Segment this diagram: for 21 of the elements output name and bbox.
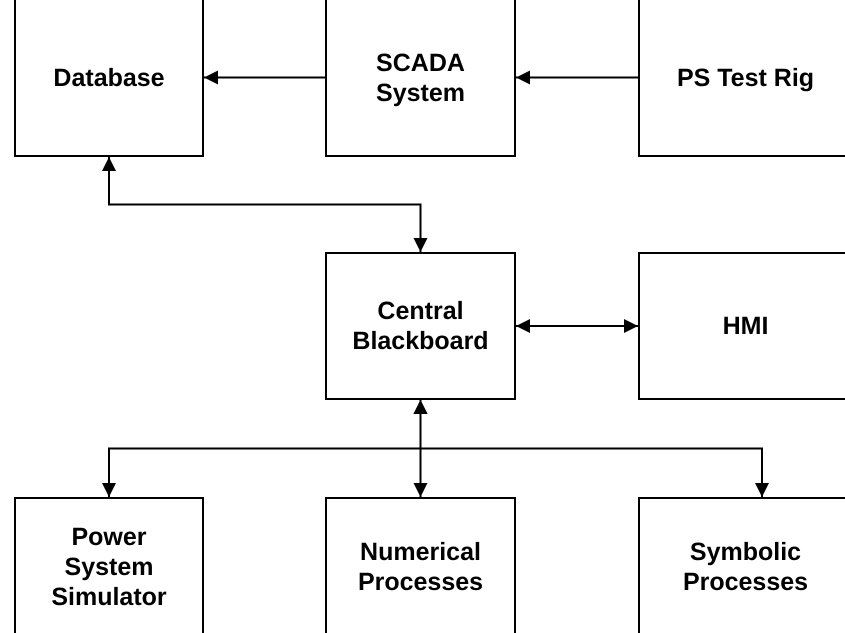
box-label: PS Test Rig xyxy=(676,62,814,92)
box-label: Symbolic Processes xyxy=(682,537,810,597)
box-label: Database xyxy=(53,62,165,92)
arrow xyxy=(414,400,769,497)
process-box xyxy=(638,497,845,633)
process-box xyxy=(14,497,204,633)
box-label: Numerical Processes xyxy=(356,537,484,597)
process-box xyxy=(325,497,516,633)
process-box xyxy=(325,0,516,157)
arrow xyxy=(204,70,325,84)
process-box xyxy=(14,0,204,157)
process-box xyxy=(325,252,516,400)
box-label: SCADA System xyxy=(375,48,466,108)
box-label: HMI xyxy=(722,311,768,341)
process-box xyxy=(638,252,845,400)
arrow xyxy=(516,70,638,84)
arrow xyxy=(102,157,428,252)
box-label: Central Blackboard xyxy=(351,296,490,356)
process-box xyxy=(638,0,845,157)
box-label: Power System Simulator xyxy=(50,522,168,612)
arrow xyxy=(516,319,638,333)
